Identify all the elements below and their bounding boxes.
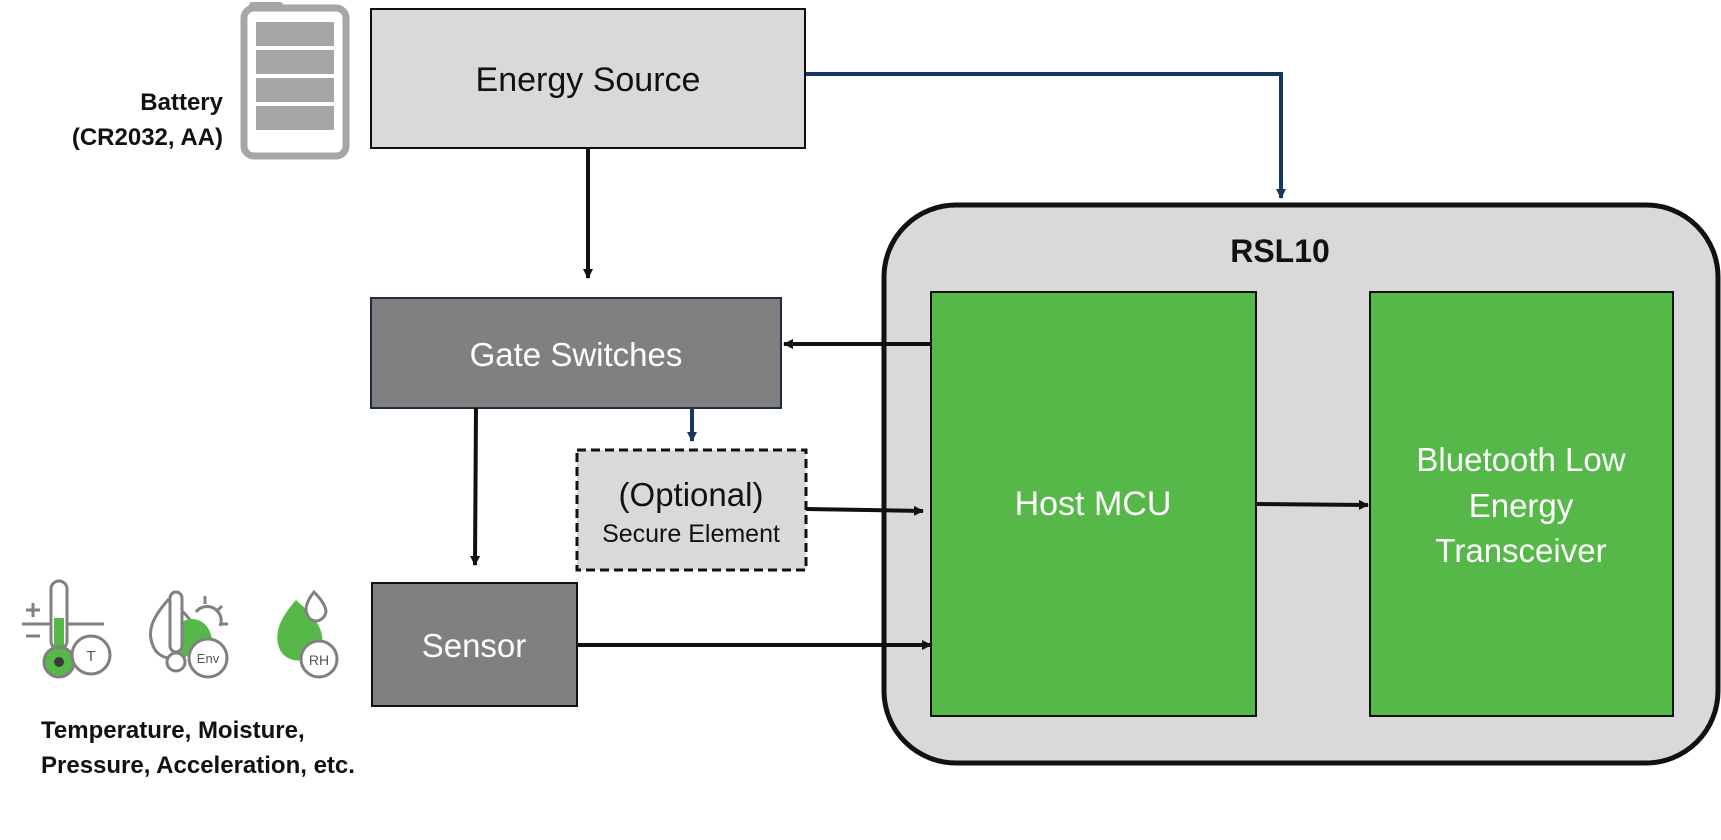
secure-element-label-line1: (Optional) bbox=[619, 476, 764, 513]
humidity-icon: RH bbox=[277, 589, 339, 679]
humidity-badge-text: RH bbox=[309, 652, 329, 668]
energy-source-block bbox=[370, 8, 806, 149]
ble-label-line2: Energy bbox=[1469, 487, 1574, 524]
energy-source-label: Energy Source bbox=[476, 61, 701, 99]
gate-switches-label: Gate Switches bbox=[470, 336, 683, 373]
host-mcu-label: Host MCU bbox=[1015, 485, 1172, 523]
rsl10-label: RSL10 bbox=[1230, 233, 1330, 269]
ble-label-line1: Bluetooth Low bbox=[1416, 441, 1625, 478]
sensor-label: Sensor bbox=[422, 627, 527, 664]
gate-switches-block bbox=[370, 297, 782, 409]
ble-transceiver-block bbox=[1369, 291, 1674, 717]
arrow-secure-to-mcu bbox=[805, 505, 924, 516]
ble-label-line3: Transceiver bbox=[1435, 532, 1606, 569]
temperature-badge-text: T bbox=[86, 648, 95, 665]
arrow-gate-to-sensor bbox=[470, 407, 481, 566]
sensor-caption-line1: Temperature, Moisture, bbox=[41, 717, 305, 744]
battery-icon bbox=[240, 2, 350, 160]
battery-label-line2: (CR2032, AA) bbox=[72, 124, 223, 151]
arrow-energy-to-rsl10 bbox=[806, 72, 1286, 199]
secure-element-label-line2: Secure Element bbox=[602, 520, 780, 548]
thermometer-icon: T bbox=[22, 579, 112, 679]
host-mcu-block bbox=[930, 291, 1257, 717]
environment-icon: Env bbox=[149, 590, 229, 679]
battery-label-line1: Battery bbox=[140, 89, 223, 116]
sensor-block bbox=[371, 582, 578, 707]
sensor-caption-line2: Pressure, Acceleration, etc. bbox=[41, 752, 355, 779]
environment-badge-text: Env bbox=[197, 651, 220, 666]
secure-element-block bbox=[575, 448, 808, 572]
arrow-mcu-to-ble bbox=[1255, 499, 1369, 510]
